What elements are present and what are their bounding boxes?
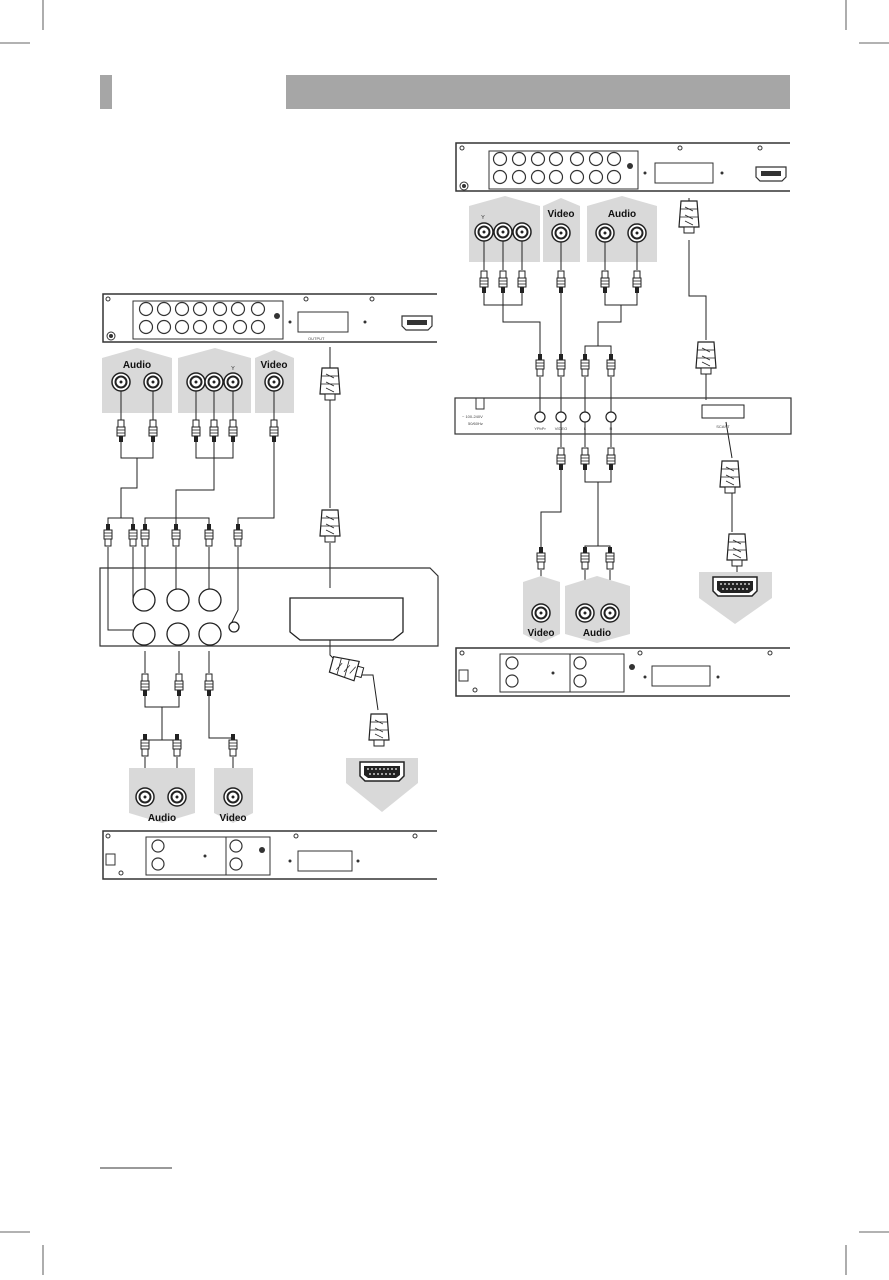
left-receiver-video-label: Video	[219, 813, 246, 824]
right-source-component-panel: Y	[469, 196, 540, 262]
left-receiver-rear-panel	[102, 830, 437, 880]
right-power-line1: ~ 100-240V	[462, 414, 483, 419]
left-receiver-audio-panel: Audio	[129, 768, 195, 824]
right-r-label: R	[610, 426, 613, 431]
left-source-video-label: Video	[260, 360, 287, 371]
left-scart-socket-panel	[346, 758, 418, 812]
right-scart-socket-panel	[699, 572, 772, 624]
left-source-audio-label: Audio	[123, 360, 151, 371]
left-source-audio-panel: Audio	[102, 348, 172, 413]
left-dvd-player-rear-panel: OUTPUT	[102, 293, 437, 343]
right-power-line2: 50/60Hz	[468, 421, 483, 426]
left-middle-device-panel	[99, 567, 439, 647]
right-source-video-label: Video	[547, 209, 574, 220]
right-l-label: L	[584, 426, 587, 431]
header-tab	[100, 75, 112, 109]
svg-text:OUTPUT: OUTPUT	[308, 336, 325, 341]
right-dvd-player-rear-panel	[455, 142, 790, 192]
left-receiver-video-panel: Video	[214, 768, 253, 824]
right-middle-device-panel: ~ 100-240V 50/60Hz YPbPr VIDEO L R SCART	[454, 397, 792, 435]
right-receiver-video-label: Video	[527, 628, 554, 639]
right-source-audio-label: Audio	[608, 209, 636, 220]
left-rca-plugs	[103, 419, 279, 757]
right-receiver-audio-panel: Audio	[565, 576, 630, 643]
left-source-y-label: Y	[231, 366, 235, 372]
right-receiver-video-panel: Video	[523, 576, 560, 643]
right-receiver-rear-panel	[455, 647, 790, 697]
header-bar	[286, 75, 790, 109]
left-source-video-panel: Video	[255, 350, 294, 413]
right-scart-label: SCART	[716, 424, 730, 429]
right-source-video-panel: Video	[543, 198, 580, 262]
right-receiver-audio-label: Audio	[583, 628, 611, 639]
left-receiver-audio-label: Audio	[148, 813, 176, 824]
right-ypbpr-label: YPbPr	[534, 426, 546, 431]
right-video-in-label: VIDEO	[555, 426, 567, 431]
right-source-audio-panel: Audio	[587, 196, 657, 262]
right-source-y-label: Y	[481, 215, 485, 221]
